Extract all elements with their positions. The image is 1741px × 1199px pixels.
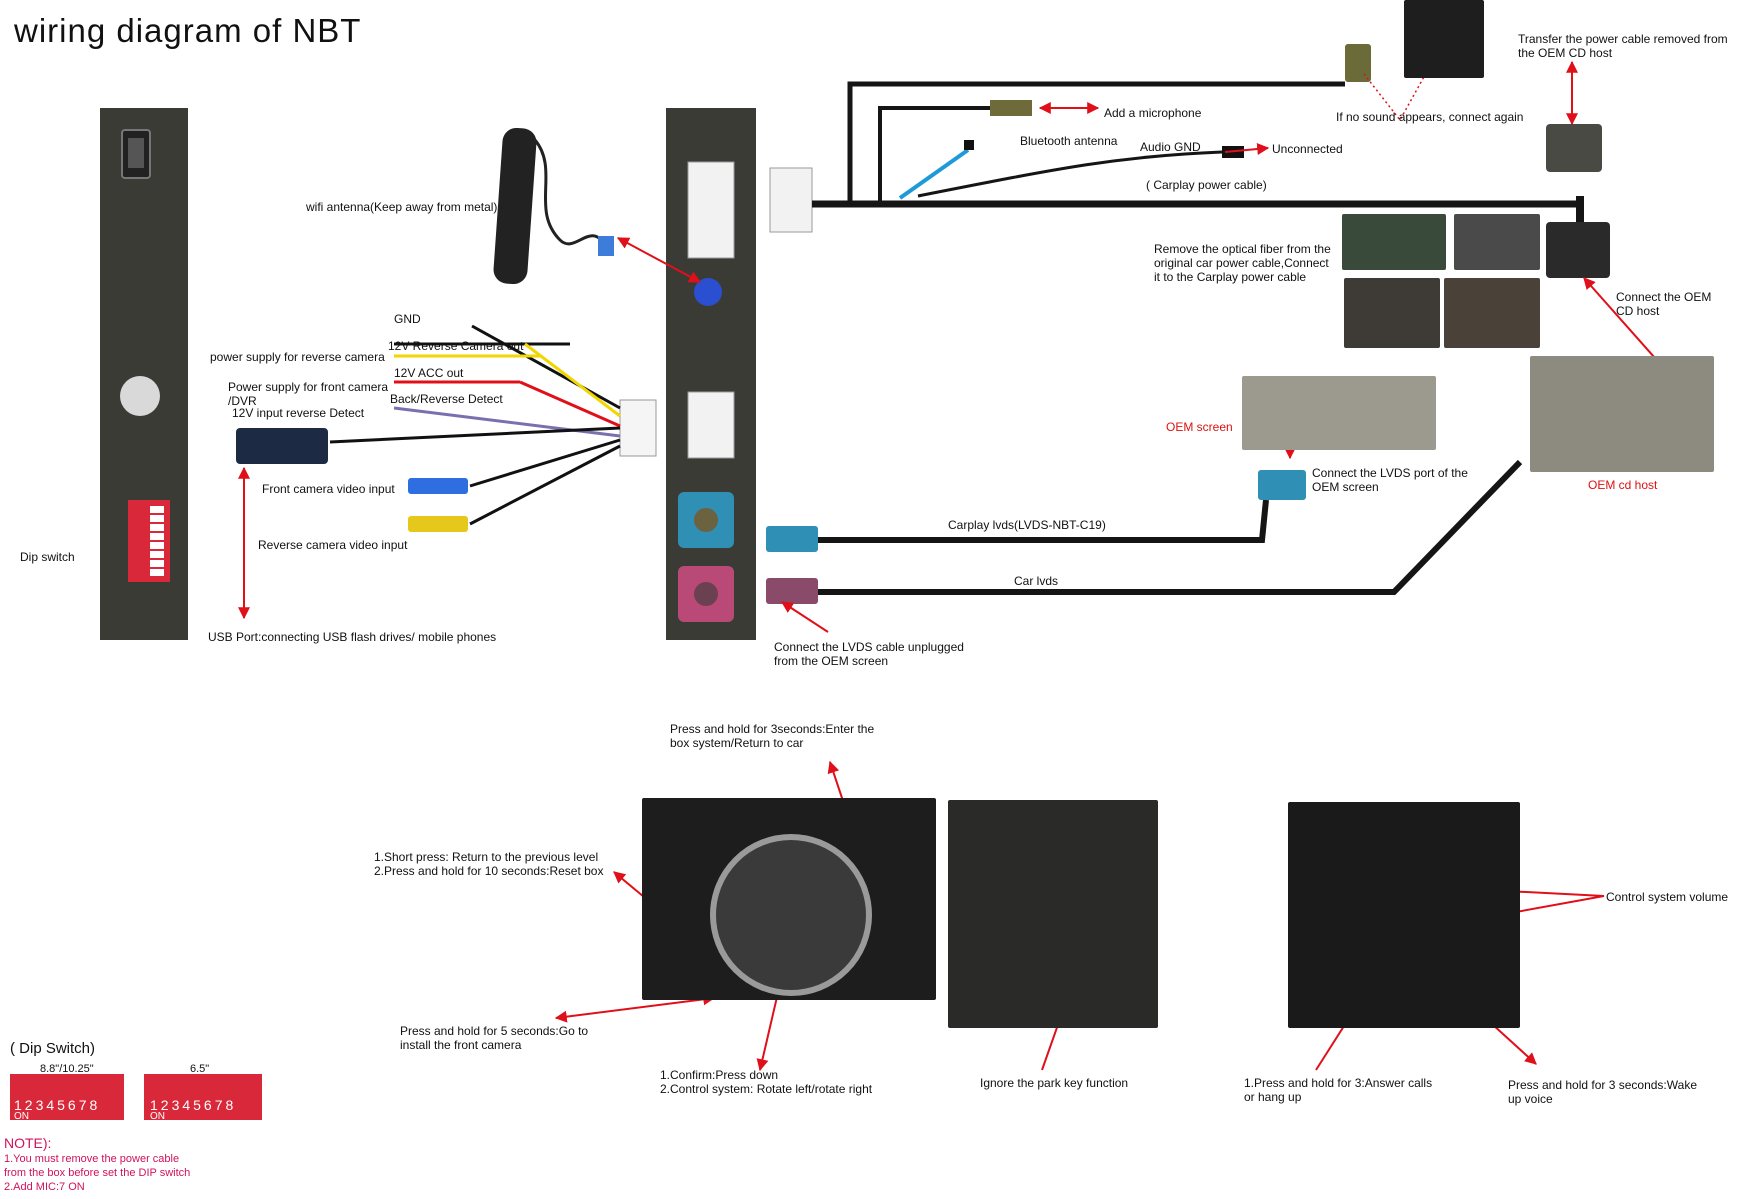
dip-size-b: 6.5" [190, 1063, 210, 1075]
wifi-socket [694, 278, 722, 306]
oem-screen-photo [1242, 376, 1436, 450]
enter-box-label-2: box system/Return to car [670, 736, 804, 750]
connect-lvds-port-label-2: OEM screen [1312, 480, 1379, 494]
qc-pass-sticker [120, 376, 160, 416]
volume-label: Control system volume [1606, 890, 1729, 904]
car-lvds-label: Car lvds [1014, 574, 1059, 588]
transfer-power-label-1: Transfer the power cable removed from [1518, 32, 1728, 46]
confirm-label-2: 2.Control system: Rotate left/rotate rig… [660, 1082, 873, 1096]
main-connector-socket [687, 161, 735, 259]
power-harness [769, 44, 1610, 278]
power-front-camera-label: Power supply for front camera [228, 380, 389, 394]
reverse-camera-video-label: Reverse camera video input [258, 538, 408, 552]
audio-gnd-label: Audio GND [1140, 140, 1201, 154]
dip-b-numbers: 12345678 [150, 1097, 237, 1113]
dip-switch-large-screen [10, 1074, 124, 1120]
dip-a-on: ON [14, 1111, 29, 1122]
answer-call-label-1: 1.Press and hold for 3:Answer calls [1244, 1076, 1433, 1090]
lvds-cables [766, 459, 1523, 604]
answer-call-label-2: or hang up [1244, 1090, 1302, 1104]
dip-switch-label: Dip switch [20, 550, 75, 564]
remove-fiber-label-1: Remove the optical fiber from the [1154, 242, 1331, 256]
back-button-label-1: 1.Short press: Return to the previous le… [374, 850, 599, 864]
dvr-label: /DVR [228, 394, 257, 408]
steering-wheel-photo [1288, 802, 1520, 1028]
input-reverse-detect-label: 12V input reverse Detect [232, 406, 365, 420]
confirm-label-1: 1.Confirm:Press down [660, 1068, 779, 1082]
acc-out-label: 12V ACC out [394, 366, 464, 380]
bluetooth-antenna-label: Bluetooth antenna [1020, 134, 1118, 148]
gnd-label: GND [394, 312, 421, 326]
connect-lvds-unplugged-label-2: from the OEM screen [774, 654, 889, 668]
transfer-power-label-2: the OEM CD host [1518, 46, 1613, 60]
connect-oem-cd-label-2: CD host [1616, 304, 1660, 318]
dip-switch-small-screen [144, 1074, 262, 1120]
wake-voice-label-1: Press and hold for 3 seconds:Wake [1508, 1078, 1697, 1092]
carplay-box-front [666, 108, 756, 640]
wifi-antenna-label: wifi antenna(Keep away from metal) [306, 200, 498, 214]
connect-lvds-unplugged-label-1: Connect the LVDS cable unplugged [774, 640, 964, 654]
reverse-cam-out-label: 12V Reverse Camera out [388, 339, 524, 353]
connect-lvds-port-label-1: Connect the LVDS port of the [1312, 466, 1468, 480]
if-no-sound-label: If no sound appears, connect again [1336, 110, 1524, 124]
connect-oem-cd-label-1: Connect the OEM [1616, 290, 1712, 304]
power-reverse-camera-label: power supply for reverse camera [210, 350, 385, 364]
install-photo-2 [1454, 214, 1540, 270]
option-button-label-2: install the front camera [400, 1038, 522, 1052]
remove-fiber-label-2: original car power cable,Connect [1154, 256, 1329, 270]
front-camera-rca-icon [408, 478, 468, 494]
wifi-antenna-icon [493, 127, 614, 285]
harness-connector [329, 324, 657, 526]
option-button-label-1: Press and hold for 5 seconds:Go to [400, 1024, 589, 1038]
add-microphone-label: Add a microphone [1104, 106, 1202, 120]
jack-photo [1404, 0, 1484, 78]
note-line-1: 1.You must remove the power cable [4, 1153, 180, 1165]
oem-cd-host-label: OEM cd host [1588, 478, 1658, 492]
install-photo-3 [1344, 278, 1440, 348]
remove-fiber-label-3: it to the Carplay power cable [1154, 270, 1307, 284]
idrive-knob-icon [710, 834, 872, 996]
install-photo-1 [1342, 214, 1446, 270]
park-key-photo [948, 800, 1158, 1028]
box-side-panel [100, 108, 188, 640]
dip-a-numbers: 12345678 [14, 1097, 101, 1113]
unconnected-label: Unconnected [1272, 142, 1343, 156]
dip-section-title: ( Dip Switch) [10, 1040, 96, 1057]
carplay-lvds-label: Carplay lvds(LVDS-NBT-C19) [948, 518, 1106, 532]
carplay-power-label: ( Carplay power cable) [1146, 178, 1267, 192]
front-camera-video-label: Front camera video input [262, 482, 395, 496]
install-photo-4 [1444, 278, 1540, 348]
back-button-label-2: 2.Press and hold for 10 seconds:Reset bo… [374, 864, 604, 878]
dip-switch-block [128, 500, 170, 582]
enter-box-label-1: Press and hold for 3seconds:Enter the [670, 722, 875, 736]
note-heading: NOTE): [4, 1135, 52, 1151]
dip-size-a: 8.8"/10.25" [40, 1063, 94, 1075]
ignore-park-label: Ignore the park key function [980, 1076, 1129, 1090]
usb-port-label: USB Port:connecting USB flash drives/ mo… [208, 630, 497, 644]
note-line-3: 2.Add MIC:7 ON [4, 1181, 85, 1193]
aux-connector-socket [687, 391, 735, 459]
reverse-camera-rca-icon [408, 516, 468, 532]
page-title: wiring diagram of NBT [14, 12, 362, 49]
dip-b-on: ON [150, 1111, 165, 1122]
note-line-2: from the box before set the DIP switch [4, 1167, 191, 1179]
usb-port-icon [236, 428, 328, 464]
oem-cd-host-photo [1530, 356, 1714, 472]
wake-voice-label-2: up voice [1508, 1092, 1553, 1106]
oem-screen-label: OEM screen [1166, 420, 1233, 434]
back-reverse-detect-label: Back/Reverse Detect [390, 392, 503, 406]
